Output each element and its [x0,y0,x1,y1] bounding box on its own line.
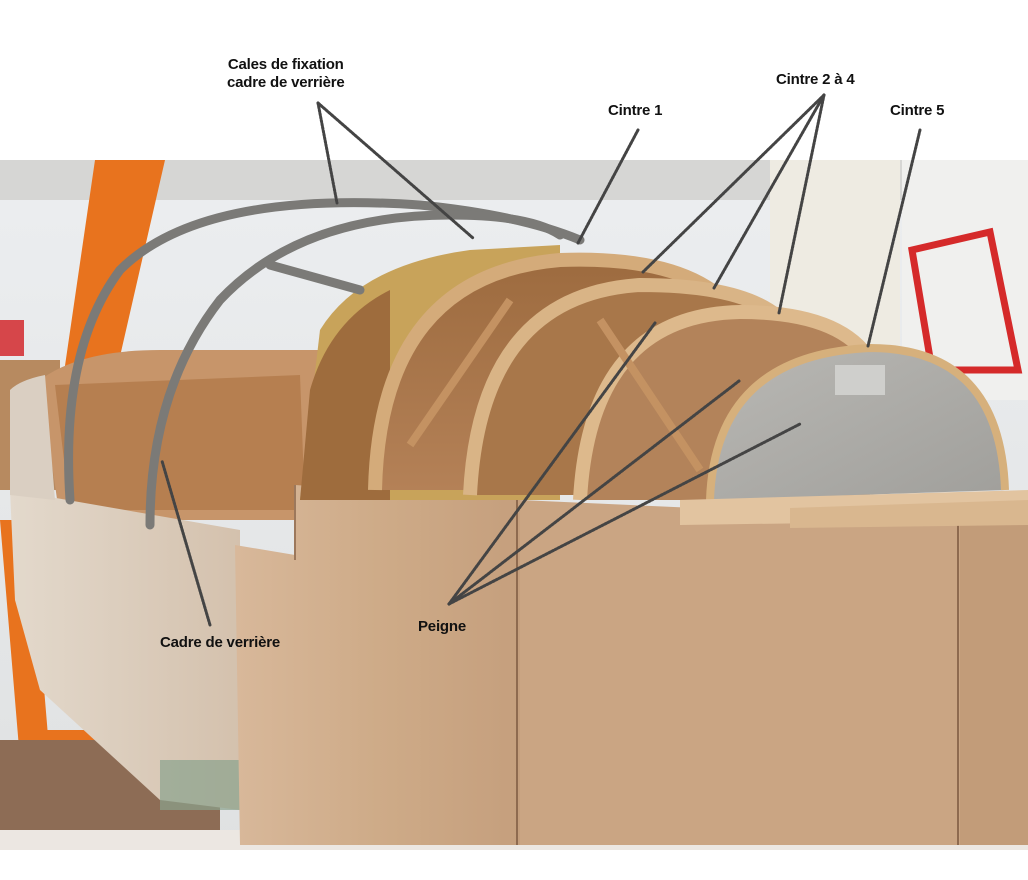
label-cales-de-fixation: Cales de fixation cadre de verrière [227,56,345,92]
label-cintre-1: Cintre 1 [608,102,663,119]
label-cales-line1: Cales de fixation [227,56,344,73]
label-cintre-5: Cintre 5 [890,102,945,119]
label-peigne: Peigne [418,618,466,635]
label-cintre-2-a-4: Cintre 2 à 4 [776,71,855,88]
label-cales-line2: cadre de verrière [227,74,345,91]
label-cadre-de-verriere: Cadre de verrière [160,634,281,651]
